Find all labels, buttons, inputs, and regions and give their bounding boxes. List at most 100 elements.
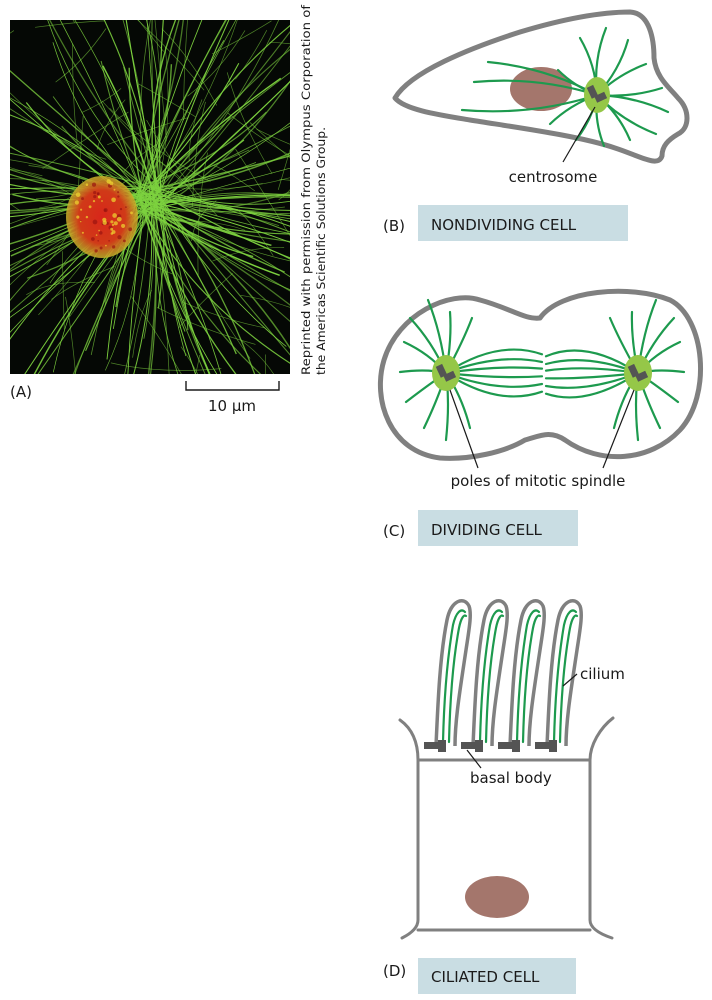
microtubule-fiber <box>161 28 218 106</box>
microtubule-fiber <box>25 102 153 206</box>
nucleus-speckle <box>106 179 111 184</box>
microtubule-fiber <box>74 199 160 374</box>
microtubule-fiber <box>161 45 290 207</box>
microtubule-fiber <box>155 167 290 206</box>
nucleus-speckle <box>125 206 127 208</box>
nucleus-speckle <box>94 249 98 253</box>
microtubule-fiber <box>137 190 218 374</box>
microtubule-fiber <box>159 200 187 357</box>
microtubule-fiber <box>142 194 290 212</box>
microtubule-fiber <box>157 307 256 345</box>
cilium-axoneme <box>441 609 467 744</box>
microtubule-fiber <box>235 30 268 80</box>
microtubule-fiber <box>96 99 126 150</box>
microtubule-fiber <box>10 108 161 198</box>
microtubule-fiber <box>49 20 162 191</box>
microtubule-fiber <box>157 203 290 290</box>
nucleus-speckle <box>79 220 82 223</box>
microtubule-fiber <box>42 111 129 170</box>
microtubule-fiber <box>52 42 143 193</box>
microtubule-fiber <box>55 28 107 83</box>
cell-body-outline <box>398 716 615 940</box>
microtubule-fiber <box>109 108 211 182</box>
nucleus-speckle <box>117 195 120 198</box>
microtubule-fiber <box>10 97 154 210</box>
microtubule-fiber <box>278 189 290 201</box>
cilium-label: cilium <box>580 665 625 683</box>
basal-body-leader-line <box>466 749 482 769</box>
microtubule-fiber <box>138 83 197 118</box>
cilium-axoneme <box>558 614 579 744</box>
microtubule-fiber <box>178 272 233 329</box>
microtubule-fiber <box>37 204 156 374</box>
nucleus-speckle <box>92 219 98 225</box>
microtubule-fiber <box>152 196 197 374</box>
nucleus-speckle <box>121 223 126 228</box>
microtubule-fiber <box>124 191 152 374</box>
panel-a-letter: (A) <box>10 383 32 401</box>
microtubule-fiber <box>143 208 280 276</box>
microtubule-fiber <box>140 149 250 199</box>
microtubule-fiber <box>81 88 122 113</box>
basal-body-label: basal body <box>470 769 552 787</box>
panel-b-tag: NONDIVIDING CELL <box>431 216 577 234</box>
microtubule-fiber <box>197 152 208 277</box>
nucleus-speckle <box>97 239 100 242</box>
microtubule-fiber <box>72 43 78 143</box>
microtubule-fiber <box>10 70 145 187</box>
centrosome-label: centrosome <box>509 168 598 186</box>
microtubule-fiber <box>149 198 170 374</box>
cilium-axoneme <box>484 614 505 744</box>
microtubule-fiber <box>153 207 222 374</box>
microtubule-fiber <box>181 301 265 329</box>
microtubule-fiber <box>159 203 211 374</box>
microtubule-fiber <box>139 209 290 306</box>
nucleus-speckle <box>93 194 97 199</box>
centriole-pair-left <box>435 363 457 382</box>
microtubule-fiber <box>140 192 290 223</box>
nucleus-speckle <box>113 188 116 191</box>
nucleus-speckle <box>96 192 100 196</box>
panel-c: poles of mitotic spindle (C) DIVIDING CE… <box>378 288 703 546</box>
microtubule-fiber <box>138 64 173 202</box>
microtubule-fiber <box>42 129 107 160</box>
nucleus-speckle <box>99 231 103 235</box>
microtubule-fiber <box>158 20 164 200</box>
microtubule-fiber <box>188 99 203 162</box>
microtubule-fiber <box>264 354 266 374</box>
basal-body <box>424 742 438 749</box>
microtubule-fiber <box>156 193 290 201</box>
microtubule-fiber <box>142 204 290 292</box>
microtubule-fiber <box>161 183 263 203</box>
panel-d: cilium basal body (D) CILIATED CELL <box>383 599 625 994</box>
microtubule-fiber <box>140 204 206 374</box>
nucleus-speckle <box>128 227 133 232</box>
nucleus-speckle <box>80 208 83 211</box>
nucleus-speckle <box>117 191 120 194</box>
cilium-axoneme <box>478 609 504 744</box>
microtubule-fiber <box>137 20 164 52</box>
microtubule-fiber <box>133 187 153 374</box>
nucleus-speckle <box>81 231 84 234</box>
poles-label: poles of mitotic spindle <box>451 472 626 490</box>
cilium-axoneme <box>521 614 542 744</box>
microtubule-fiber <box>143 210 290 235</box>
cilium-axoneme <box>447 614 468 744</box>
microtubule-fiber <box>152 116 232 188</box>
basal-body <box>498 742 512 749</box>
microtubule-fiber <box>154 20 167 142</box>
microtubule-fiber <box>107 117 189 146</box>
nucleus-speckle <box>110 227 114 231</box>
microtubule-fiber <box>180 346 199 374</box>
microtubule-fiber <box>192 101 206 207</box>
microtubule-fiber <box>160 40 225 188</box>
cilium-axoneme <box>515 609 541 744</box>
microtubule-fiber <box>153 161 163 229</box>
microtubule <box>472 79 599 97</box>
nucleus-speckle <box>111 223 115 227</box>
microtubule-fiber <box>122 20 150 197</box>
microtubule-fiber <box>72 20 75 23</box>
microtubule <box>460 93 599 113</box>
microtubule-fiber <box>110 362 222 371</box>
